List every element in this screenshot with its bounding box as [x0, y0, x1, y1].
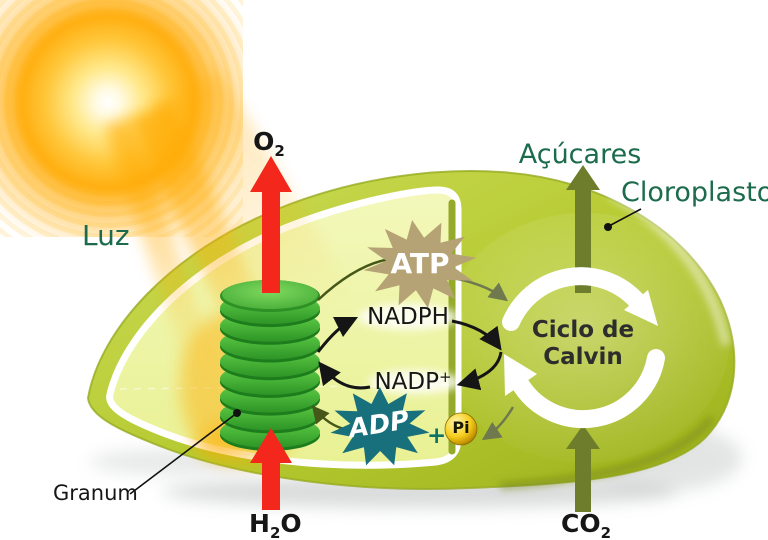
co2-subscript: 2 [600, 524, 612, 540]
atp-starburst [363, 220, 477, 308]
nadp-symbol: NADP [374, 369, 439, 395]
granum-pointer-line [129, 409, 241, 495]
nadph-to-calvin-arrow [451, 319, 502, 351]
label-acucares: Açúcares [518, 139, 642, 170]
label-granum: Granum [53, 481, 138, 505]
granum-to-atp-arrow [317, 257, 391, 301]
label-h2o: H2O [249, 509, 302, 540]
label-cloroplasto: Cloroplasto [621, 177, 768, 208]
nadp-superscript: + [438, 368, 452, 386]
sugar-arrow [566, 165, 600, 293]
label-nadp: NADP+ [374, 368, 452, 395]
label-luz: Luz [82, 219, 130, 252]
h2o-o: O [280, 509, 302, 538]
co2-arrow [566, 425, 600, 512]
o2-subscript: 2 [274, 142, 285, 160]
atp-to-calvin-arrow [446, 275, 508, 302]
granum-stack [220, 280, 320, 451]
label-o2: O2 [253, 127, 285, 160]
calvin-region-highlight [440, 213, 730, 463]
cloroplasto-pointer-line [604, 208, 642, 231]
granum-to-nadph-arrow [316, 316, 359, 353]
calvin-line1: Ciclo de [531, 317, 635, 343]
label-calvin-cycle: Ciclo de Calvin [503, 317, 663, 371]
white-text-glows [358, 304, 461, 394]
label-plus: + [427, 423, 447, 449]
label-atp: ATP [390, 247, 450, 280]
pi-sphere [444, 412, 478, 446]
label-co2: CO2 [561, 509, 612, 540]
label-pi: Pi [452, 418, 470, 437]
o2-symbol: O [253, 127, 275, 156]
co2-symbol: CO [561, 509, 601, 538]
label-nadph: NADPH [367, 304, 449, 330]
h2o-arrow [250, 428, 292, 510]
body-dark-rim [499, 415, 715, 490]
h2o-subscript: 2 [269, 524, 281, 540]
calvin-cycle-arrows [502, 267, 665, 429]
calvin-to-pi-arrow [481, 406, 515, 441]
h2o-h: H [249, 509, 270, 538]
body-gloss [607, 189, 731, 346]
o2-arrow [250, 156, 292, 293]
nadp-to-granum-arrow [318, 361, 371, 390]
adp-starburst [330, 387, 430, 466]
calvin-to-nadp-arrow [456, 351, 503, 391]
calvin-line2: Calvin [543, 344, 623, 370]
